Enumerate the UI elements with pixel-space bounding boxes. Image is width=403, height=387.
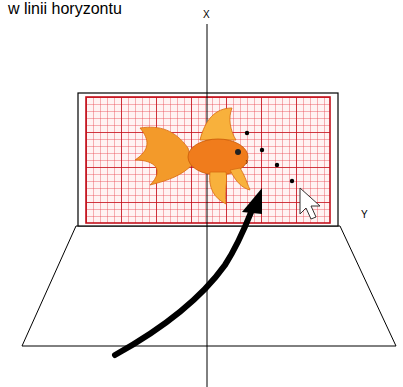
grid-ground — [86, 97, 330, 223]
goldfish — [135, 108, 250, 204]
x-axis — [207, 24, 208, 387]
swipe-arrow — [115, 210, 252, 355]
axis-label: X — [203, 9, 210, 20]
grid-fine — [86, 97, 330, 223]
swipe-arrowhead — [242, 188, 262, 214]
heading-fragment: w linii horyzontu — [8, 0, 122, 18]
mouse-cursor — [300, 188, 320, 219]
axis-label: Y — [361, 209, 368, 220]
board-frame — [78, 93, 338, 226]
grid-coarse — [86, 97, 330, 223]
trajectory-dots — [245, 131, 294, 183]
